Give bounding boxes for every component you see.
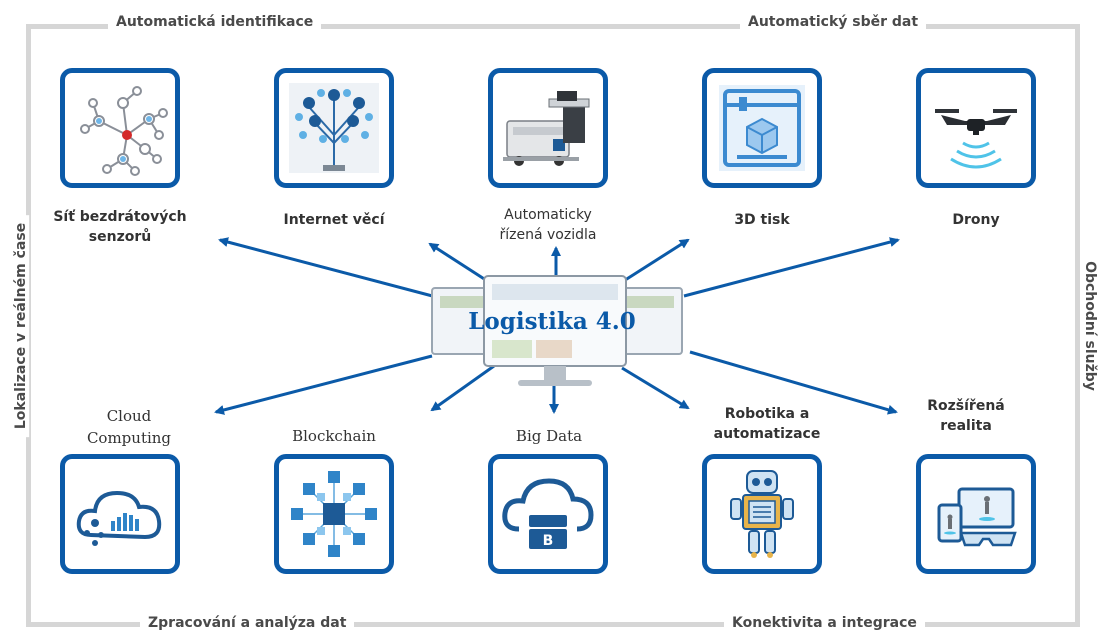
frame-right-line	[1075, 24, 1080, 627]
robotics-tile	[702, 454, 822, 574]
drone-icon	[935, 109, 1017, 169]
arrow-to-robotics	[621, 366, 690, 410]
frame-label-bottom-left: Zpracování a analýza dat	[140, 615, 355, 631]
frame-label-top-right: Automatický sběr dat	[740, 14, 927, 30]
3d-print-tile	[702, 68, 822, 188]
frame-label-top-left: Automatická identifikace	[108, 14, 322, 30]
blockchain-icon	[291, 471, 377, 557]
cloud-label: Cloud Computing	[86, 407, 172, 447]
arrow-to-3d-print	[621, 238, 690, 284]
arrow-to-sensor-network	[218, 237, 441, 300]
augmented-reality-icon	[937, 487, 1017, 547]
blockchain-label: Blockchain	[292, 427, 376, 445]
agv-tile	[488, 68, 608, 188]
sensor-network-icon	[80, 86, 168, 176]
arrow-to-blockchain	[430, 364, 495, 412]
robotics-label: Robotika a automatizace	[713, 406, 821, 443]
arrow-to-drones	[683, 237, 900, 298]
arrow-to-cloud	[214, 354, 433, 415]
big-data-icon: B	[502, 478, 594, 549]
robot-icon	[730, 470, 794, 558]
drones-label: Drony	[952, 212, 1000, 228]
sensor-network-tile	[60, 68, 180, 188]
arrow-to-ar	[689, 350, 898, 415]
ar-label: Rozšířená realita	[927, 398, 1005, 435]
frame-top-right-line	[380, 24, 1080, 29]
big-data-tile: B	[488, 454, 608, 574]
drones-tile	[916, 68, 1036, 188]
cloud-icon	[76, 490, 162, 546]
iot-label: Internet věcí	[283, 212, 385, 228]
frame-label-bottom-right: Konektivita a integrace	[724, 615, 925, 631]
iot-tree-icon	[289, 83, 379, 173]
agv-icon	[503, 91, 590, 166]
3d-printer-icon	[719, 85, 805, 171]
monitors-illustration	[431, 275, 683, 386]
frame-bottom-line	[26, 622, 1080, 627]
cloud-tile	[60, 454, 180, 574]
agv-label: Automaticky řízená vozidla	[499, 207, 597, 244]
iot-tile	[274, 68, 394, 188]
sensor-network-label: Síť bezdrátových senzorů	[53, 209, 187, 246]
ar-tile	[916, 454, 1036, 574]
big-data-label: Big Data	[515, 427, 583, 445]
blockchain-tile	[274, 454, 394, 574]
3d-print-label: 3D tisk	[734, 212, 790, 228]
arrow-to-iot	[428, 242, 493, 286]
center-title: Logistika 4.0	[468, 308, 636, 335]
svg-text:B: B	[543, 533, 554, 549]
